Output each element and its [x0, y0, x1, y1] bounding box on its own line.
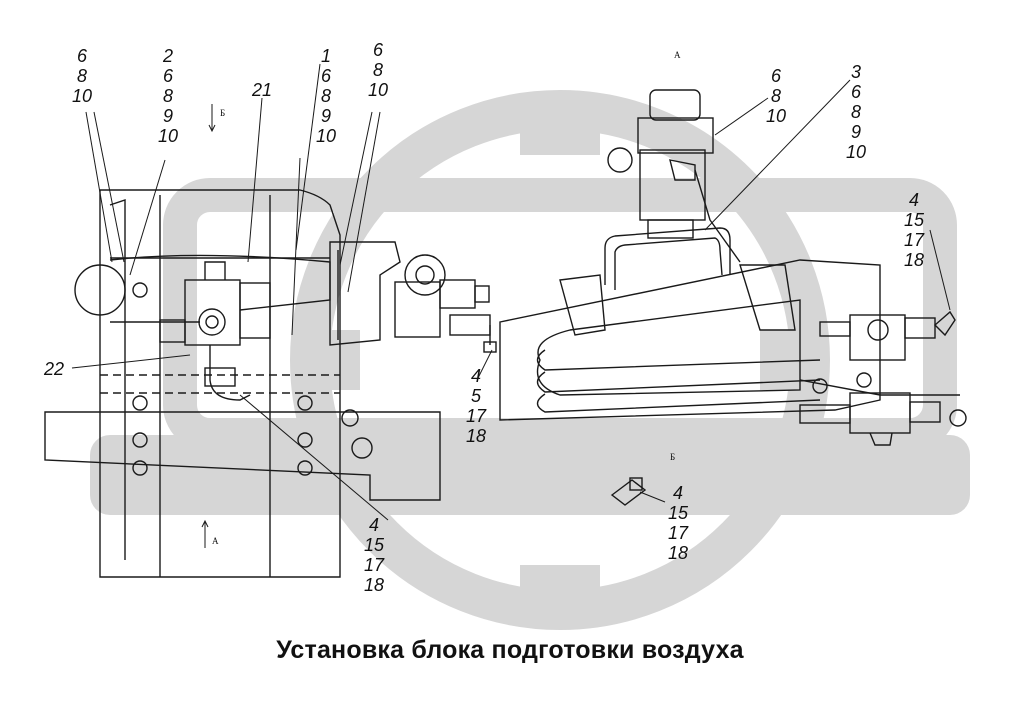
tank-coils: [536, 299, 801, 396]
valve-nut: [198, 308, 226, 336]
outlet-valve: [849, 314, 906, 361]
frame-rail: [44, 411, 441, 501]
drawing-caption: Установка блока подготовки воздуха: [276, 636, 744, 664]
plate-hole: [132, 282, 148, 298]
view-mark-a-bottom: А: [212, 536, 219, 546]
plate-edge: [109, 199, 126, 560]
clamp-eye: [74, 264, 126, 316]
callout-9: 22: [44, 359, 65, 379]
upper-rod: [109, 254, 331, 311]
elbow-pipe: [209, 345, 251, 401]
regulator-body: [394, 281, 441, 338]
dryer-head: [637, 117, 714, 154]
leader-lines: [71, 63, 951, 521]
plate-hole: [297, 460, 313, 476]
mounting-plate: [99, 189, 341, 578]
tank-clamp: [739, 264, 796, 331]
bolt-head: [341, 409, 359, 427]
callout-3: 21: [252, 80, 273, 100]
dryer-cap: [649, 89, 701, 121]
left-assembly: [44, 189, 497, 578]
dryer-knob: [607, 147, 633, 173]
view-arrows: [201, 104, 216, 548]
pipe-loop: [604, 227, 731, 290]
plate-hole: [132, 432, 148, 448]
bolt-head: [351, 437, 373, 459]
regulator: [404, 254, 446, 296]
side-bracket: [329, 241, 401, 346]
view-mark-b-right: Б: [670, 452, 676, 462]
tank-clamp: [559, 274, 606, 336]
loose-fitting: [610, 479, 647, 506]
pipe-fitting: [439, 279, 476, 309]
fitting: [159, 319, 186, 343]
plate-hole: [132, 460, 148, 476]
plate-hole: [297, 395, 313, 411]
plate-hole: [297, 432, 313, 448]
view-mark-a-top: А: [674, 50, 681, 60]
view-mark-b-left: Б: [220, 108, 226, 118]
right-assembly: [499, 89, 967, 506]
plate-hole: [132, 395, 148, 411]
receiver-tank: [499, 259, 881, 421]
watermark-logo: [90, 90, 970, 630]
